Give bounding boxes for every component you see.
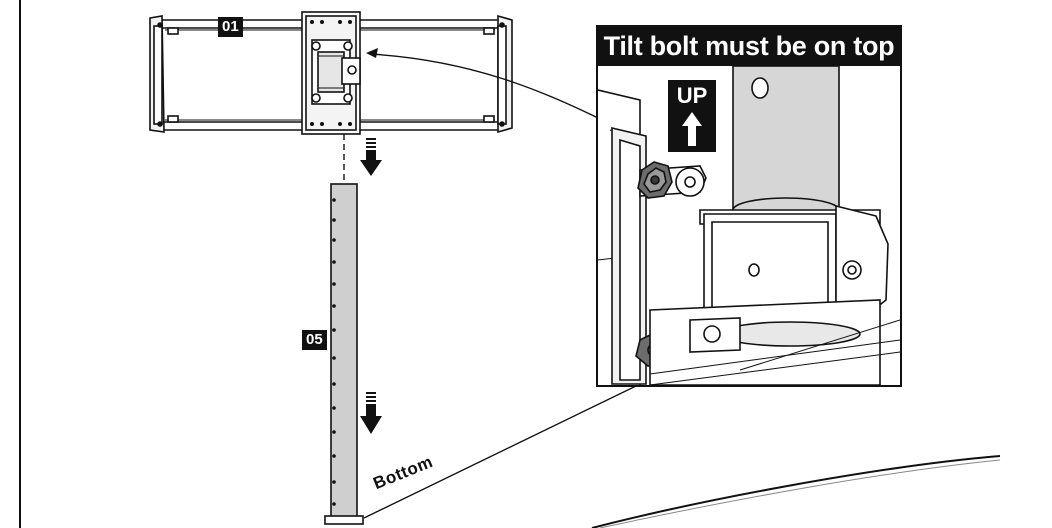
up-arrow-icon	[682, 112, 702, 146]
decorative-curve	[591, 455, 1001, 528]
down-arrow-icon	[360, 138, 382, 176]
callout-banner: Tilt bolt must be on top	[597, 26, 901, 66]
part-label-01: 01	[218, 17, 243, 37]
callout-leader	[369, 53, 599, 119]
callout-leader-arrowhead	[366, 48, 378, 58]
up-label: UP	[676, 83, 708, 108]
decorative-curve-shadow	[599, 459, 1001, 528]
mount-frame-01	[149, 11, 513, 135]
pole-05	[324, 183, 364, 525]
detail-inset	[596, 25, 902, 387]
down-arrow-icon	[360, 392, 382, 434]
part-label-05: 05	[302, 330, 327, 350]
